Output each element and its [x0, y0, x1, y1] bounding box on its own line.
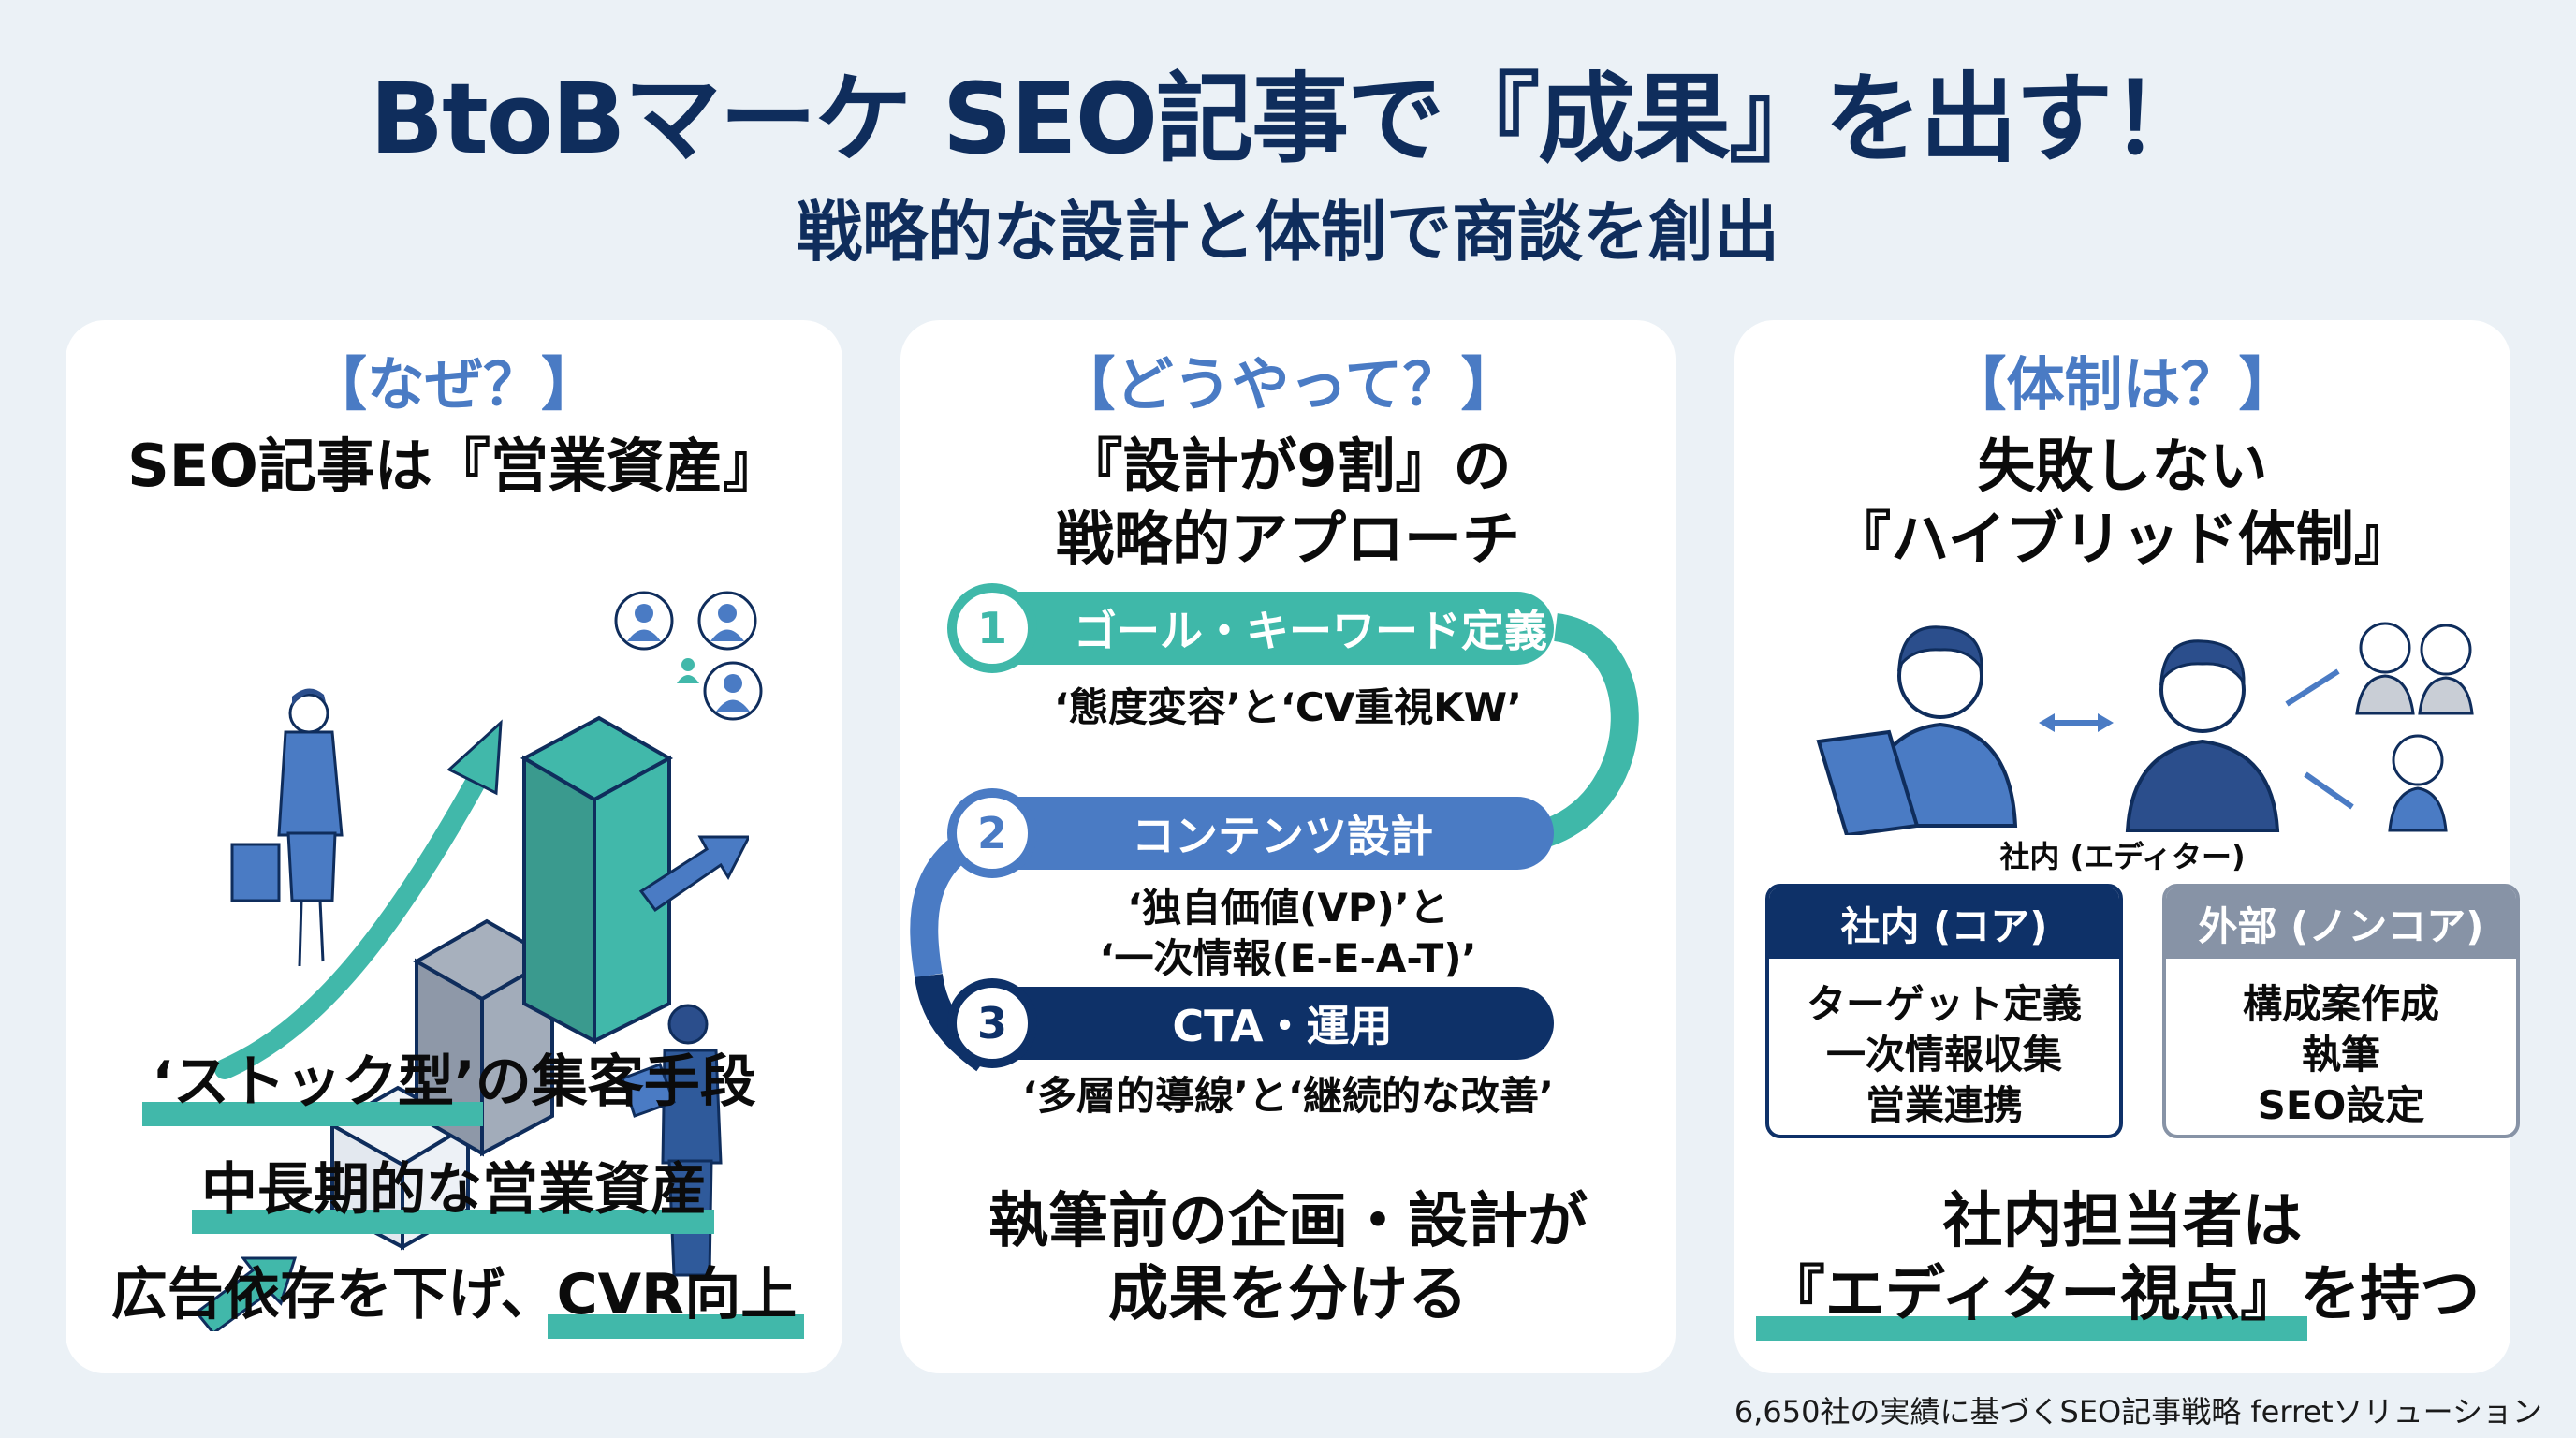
role-internal-item: ターゲット定義	[1806, 981, 2082, 1027]
customer-network-icon	[614, 591, 763, 721]
role-internal-item: 営業連携	[1865, 1081, 2023, 1128]
role-external-item: 構成案作成	[2242, 981, 2439, 1027]
card-team-conclusion-1: 社内担当者は	[1942, 1187, 2303, 1256]
card-how-heading-1: 『設計が9割』の	[1064, 432, 1512, 500]
why-point-1-highlight: ‘ストック型’	[152, 1049, 476, 1115]
why-point-2: 中長期的な営業資産	[66, 1156, 842, 1224]
card-how-label: 【どうやって？】	[1057, 350, 1519, 418]
card-how-heading-2: 戦略的アプローチ	[1055, 505, 1520, 573]
why-point-1: ‘ストック型’の集客手段	[66, 1049, 842, 1116]
card-team-conclusion-rest: を持つ	[2300, 1260, 2481, 1329]
editor-label: 社内 (エディター)	[1999, 839, 2246, 874]
footer-credit: 6,650社の実績に基づくSEO記事戦略 ferretソリューション	[1734, 1394, 2542, 1430]
card-team-conclusion-highlight: 『エディター視点』	[1764, 1260, 2301, 1329]
step-2-desc-2: ‘一次情報(E-E-A-T)’	[1099, 935, 1477, 981]
step-3-title: CTA・運用	[1172, 1001, 1393, 1051]
card-how: 【どうやって？】 『設計が9割』の 戦略的アプローチ ゴール・キーワード定義 1…	[900, 320, 1676, 1373]
why-point-3-highlight: CVR向上	[556, 1262, 798, 1328]
page-title: BtoBマーケ SEO記事で『成果』を出す！	[369, 62, 2208, 176]
team-people-illustration-icon	[1816, 622, 2474, 835]
card-team: 【体制は？】 失敗しない 『ハイブリッド体制』 社内 (エディター) 社内 (コ…	[1734, 320, 2520, 1373]
role-internal-item: 一次情報収集	[1825, 1031, 2062, 1078]
page-subtitle: 戦略的な設計と体制で商談を創出	[797, 194, 1779, 271]
card-team-label: 【体制は？】	[1948, 350, 2297, 418]
role-external-item: SEO設定	[2257, 1081, 2425, 1128]
why-point-1-text: の集客手段	[475, 1049, 756, 1115]
step-1-number: 1	[947, 583, 1037, 673]
card-why-label: 【なぜ？】	[308, 350, 599, 418]
card-how-conclusion-1: 執筆前の企画・設計が	[988, 1187, 1588, 1256]
why-point-2-highlight: 中長期的な営業資産	[201, 1157, 707, 1223]
role-external-header: 外部 (ノンコア)	[2166, 888, 2516, 959]
card-how-conclusion-2: 成果を分ける	[1108, 1260, 1468, 1329]
card-why: 【なぜ？】 SEO記事は『営業資産』	[66, 320, 842, 1373]
step-2-pill: コンテンツ設計	[955, 797, 1554, 870]
role-external-items: 構成案作成 執筆 SEO設定	[2166, 959, 2516, 1130]
step-1-title: ゴール・キーワード定義	[1074, 606, 1547, 656]
card-team-heading-2: 『ハイブリッド体制』	[1833, 505, 2412, 573]
step-3-number: 3	[947, 978, 1037, 1068]
step-2-title: コンテンツ設計	[1132, 811, 1433, 861]
step-3-pill: CTA・運用	[955, 987, 1554, 1060]
role-external-item: 執筆	[2301, 1031, 2380, 1078]
step-2-number: 2	[947, 788, 1037, 878]
role-internal-items: ターゲット定義 一次情報収集 営業連携	[1769, 959, 2119, 1130]
step-2-desc-1: ‘独自価値(VP)’と	[1127, 885, 1449, 931]
role-box-internal: 社内 (コア) ターゲット定義 一次情報収集 営業連携	[1765, 884, 2123, 1138]
role-box-external: 外部 (ノンコア) 構成案作成 執筆 SEO設定	[2162, 884, 2520, 1138]
card-team-heading-1: 失敗しない	[1977, 432, 2268, 500]
role-internal-header: 社内 (コア)	[1769, 888, 2119, 959]
card-why-heading: SEO記事は『営業資産』	[127, 432, 781, 500]
step-1-pill: ゴール・キーワード定義	[955, 592, 1554, 665]
why-point-3: 広告依存を下げ、CVR向上	[66, 1261, 842, 1328]
step-1-desc: ‘態度変容’と‘CV重視KW’	[1053, 684, 1523, 730]
why-point-3-text: 広告依存を下げ、	[110, 1262, 557, 1328]
step-3-desc: ‘多層的導線’と‘継続的な改善’	[1022, 1073, 1554, 1119]
card-team-conclusion-2: 『エディター視点』を持つ	[1734, 1259, 2510, 1331]
